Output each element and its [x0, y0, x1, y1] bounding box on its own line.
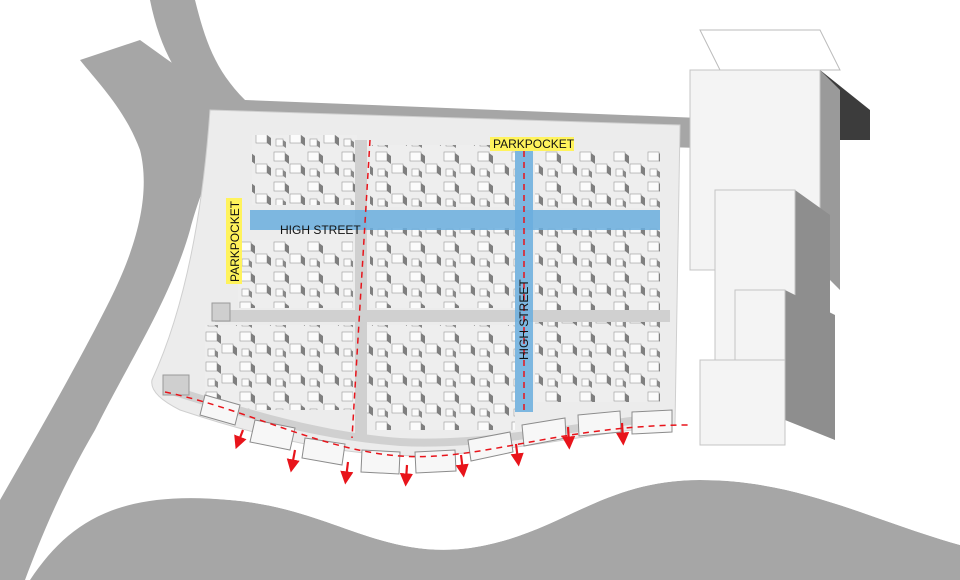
parkpocket-label-top: PARKPOCKET [493, 137, 575, 151]
road-northwest [0, 40, 700, 580]
block-center [370, 228, 515, 308]
block-sw [205, 325, 353, 410]
parkpocket-top-highlight [490, 137, 574, 151]
labels: HIGH STREET HIGH STREET PARKPOCKET PARKP… [226, 137, 575, 360]
tower-3-side [785, 290, 835, 440]
arrow-down-icon [455, 454, 469, 478]
street-col-1 [355, 140, 367, 440]
parkpocket-left-highlight [226, 198, 242, 284]
block-w [238, 240, 353, 308]
arrow-down-icon [399, 464, 414, 487]
tower-1-top [699, 29, 841, 71]
parkpocket-square-left [211, 302, 231, 322]
parkpocket-label-left: PARKPOCKET [228, 200, 242, 282]
block-e [535, 228, 660, 313]
arrow-down-icon [234, 429, 247, 450]
towers [689, 29, 870, 446]
dashed-axes [164, 139, 691, 458]
dashed-axis-vertical-west [351, 139, 371, 439]
arrow-down-icon [286, 449, 300, 473]
flow-arrows [234, 422, 630, 487]
tower-4-face [734, 289, 786, 361]
block-n-center [370, 145, 515, 207]
block-s-center [365, 325, 515, 430]
dashed-curve-south [164, 391, 691, 458]
high-street-horizontal [250, 210, 660, 230]
road-south-inner [60, 467, 960, 550]
high-street-label-horizontal: HIGH STREET [280, 223, 361, 237]
block-nw [252, 135, 357, 205]
block-se [535, 322, 660, 402]
street-row-2 [215, 310, 670, 322]
high-street-label-vertical: HIGH STREET [517, 279, 531, 360]
arrow-down-icon [510, 443, 524, 467]
arrow-down-icon [616, 422, 630, 446]
block-ne [535, 150, 660, 208]
road-north [150, 0, 245, 108]
tower-3-face [699, 359, 786, 446]
residential-blocks [205, 135, 660, 430]
road-south [30, 480, 960, 580]
arrow-down-icon [562, 426, 576, 450]
arrow-down-icon [340, 461, 354, 485]
